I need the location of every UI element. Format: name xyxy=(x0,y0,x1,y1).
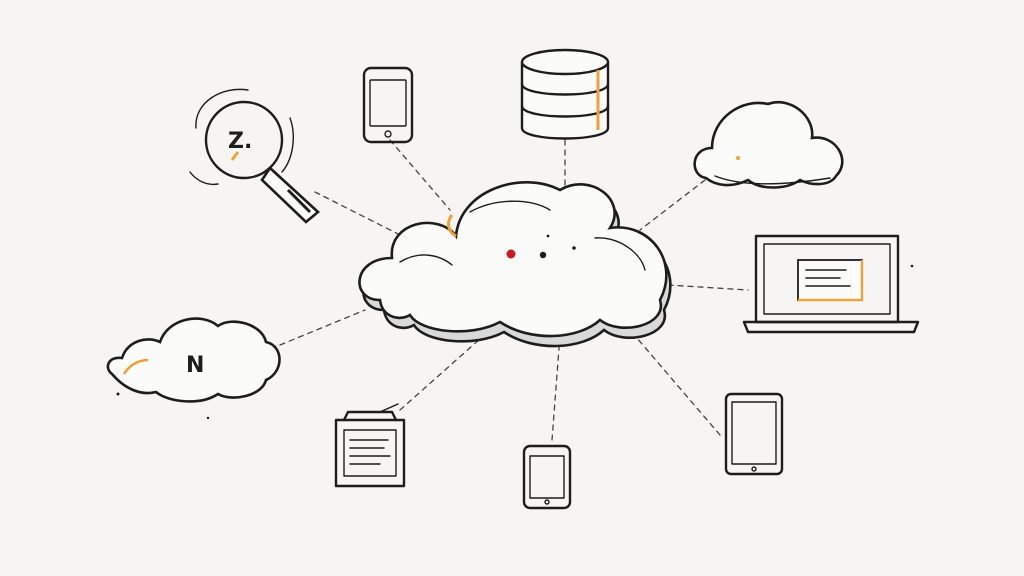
window-icon xyxy=(797,259,863,301)
cloud-icon xyxy=(693,101,844,189)
central-cloud xyxy=(358,181,672,348)
connector-phone-bottom xyxy=(551,334,561,441)
ink-specks xyxy=(116,264,914,420)
document-icon xyxy=(334,403,406,488)
search-icon: Z. xyxy=(189,88,320,224)
central-cloud-accent xyxy=(447,214,457,238)
connector-cloud-left xyxy=(279,309,366,346)
connector-magnifier xyxy=(314,191,421,246)
smartphone-icon xyxy=(362,66,414,144)
central-cloud-inner-line xyxy=(399,200,646,271)
black-dot xyxy=(539,251,547,259)
connector-document xyxy=(399,329,491,411)
connector-laptop xyxy=(667,284,749,291)
smartphone-icon xyxy=(522,444,572,510)
red-dot xyxy=(506,249,516,259)
connector-tablet xyxy=(629,329,721,436)
connector-phone-top xyxy=(389,139,451,211)
small-dot xyxy=(546,234,550,238)
small-cloud-symbol: N xyxy=(186,353,204,378)
small-dot xyxy=(572,246,576,250)
cloud-icon: N xyxy=(106,317,281,403)
database-icon xyxy=(520,48,610,140)
tablet-icon xyxy=(724,392,784,476)
laptop-icon xyxy=(742,234,920,334)
magnifier-symbol: Z. xyxy=(228,129,252,154)
connector-cloud-right xyxy=(639,179,706,231)
central-cloud-body xyxy=(358,181,668,338)
connector-lines xyxy=(279,139,749,441)
